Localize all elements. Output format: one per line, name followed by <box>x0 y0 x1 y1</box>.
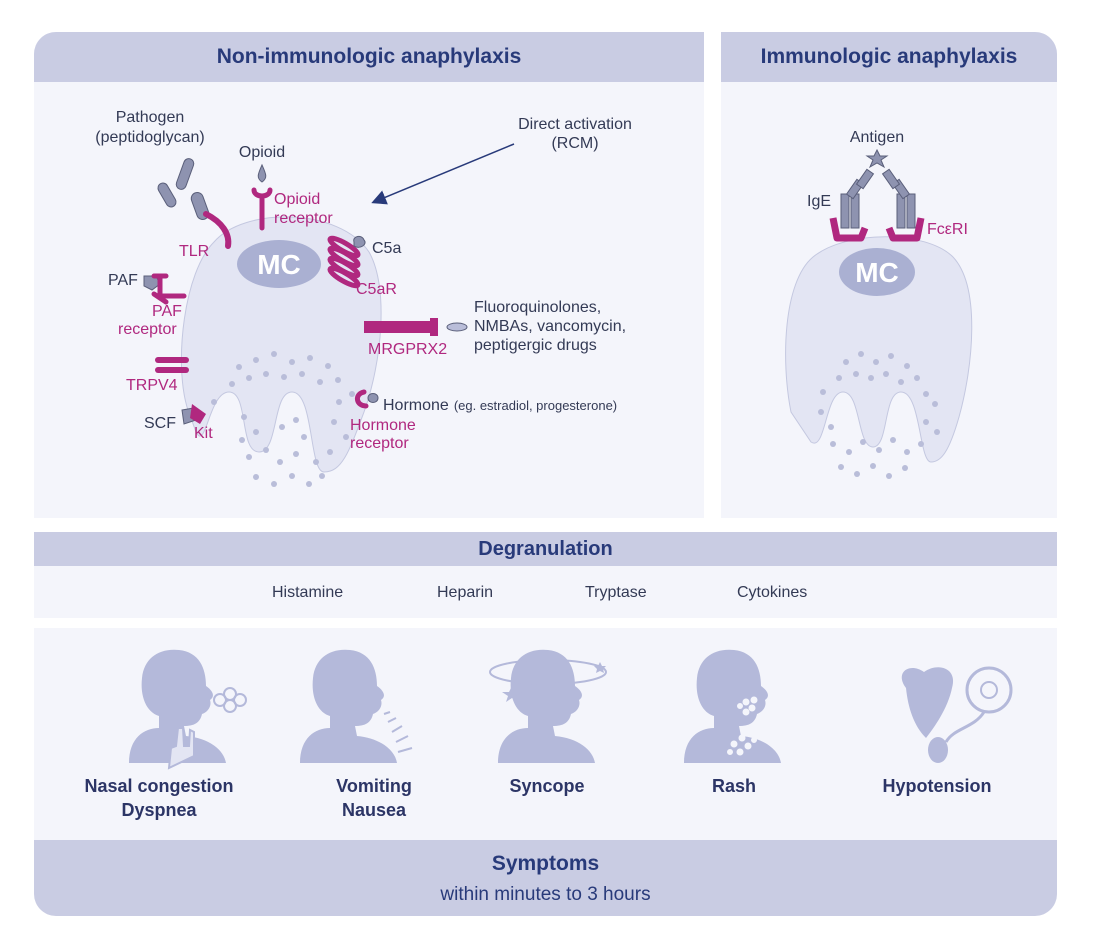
mediator-cytokines: Cytokines <box>737 584 808 601</box>
symptoms-footer: Symptoms within minutes to 3 hours <box>34 840 1057 916</box>
symptom-nasal-congestion-line1: Nasal congestion <box>84 776 234 796</box>
non-immunologic-diagram: MC Pathogen (peptidoglycan) TLR Opioid O… <box>95 109 632 487</box>
vomiting-head-icon <box>300 649 413 763</box>
mc-label: MC <box>257 249 301 280</box>
non-immunologic-title: Non-immunologic anaphylaxis <box>34 32 704 82</box>
direct-activation-label: Direct activation <box>518 116 632 133</box>
ige-label: IgE <box>807 193 831 210</box>
fceri-receptor-left <box>829 217 869 242</box>
opioid-receptor-label-2: receptor <box>274 210 333 227</box>
drug-ligand-icon <box>446 322 468 332</box>
c5ar-receptor <box>327 235 361 289</box>
mrgprx2-label: MRGPRX2 <box>368 341 447 358</box>
granules <box>211 351 355 487</box>
symptoms-footer-title: Symptoms <box>491 852 600 875</box>
mrgprx2-receptor <box>364 321 438 333</box>
direct-activation-arrow <box>371 143 515 205</box>
antigen-star-icon <box>865 148 889 169</box>
immuno-granules <box>818 351 940 479</box>
symptom-hypotension: Hypotension <box>882 776 992 796</box>
symptom-syncope: Syncope <box>509 776 585 796</box>
non-immunologic-panel: Non-immunologic anaphylaxis MC Pathogen … <box>34 32 704 518</box>
pathogen-icons <box>157 158 210 221</box>
paf-receptor-label-2: receptor <box>118 321 177 338</box>
pathogen-label: Pathogen <box>116 109 185 126</box>
mediator-tryptase: Tryptase <box>585 584 647 601</box>
opioid-receptor <box>251 187 273 231</box>
immunologic-panel: Immunologic anaphylaxis MC Antigen I <box>721 32 1057 518</box>
immuno-mc-label: MC <box>855 257 899 288</box>
tlr-receptor <box>203 211 232 249</box>
mediator-heparin: Heparin <box>437 584 494 601</box>
fluoro-label-2: NMBAs, vancomycin, <box>474 318 626 335</box>
immunologic-title: Immunologic anaphylaxis <box>721 32 1057 82</box>
ige-antibodies <box>840 168 916 229</box>
opioid-drop-icon <box>257 163 267 183</box>
paf-receptor-label-1: PAF <box>152 303 182 320</box>
fluoro-label-1: Fluoroquinolones, <box>474 299 601 316</box>
symptom-illustrations <box>129 649 1013 770</box>
trpv4-receptor <box>155 357 189 373</box>
paf-label: PAF <box>108 272 138 289</box>
syncope-head-icon <box>489 649 607 763</box>
hormone-receptor-label-1: Hormone <box>350 417 416 434</box>
c5a-label: C5a <box>372 240 401 257</box>
mediators-row: Histamine Heparin Tryptase Cytokines <box>34 566 1057 618</box>
kit-label: Kit <box>194 425 213 442</box>
kit-receptor <box>190 404 206 424</box>
hypotension-heart-icon <box>901 666 1013 763</box>
rash-head-icon <box>684 649 781 763</box>
immuno-mast-cell-body <box>785 236 973 463</box>
pathogen-sub-label: (peptidoglycan) <box>95 129 204 146</box>
hormone-label: Hormone (eg. estradiol, progesterone) <box>383 397 617 414</box>
mediator-histamine: Histamine <box>272 584 344 601</box>
fluoro-label-3: peptigergic drugs <box>474 337 597 354</box>
immunologic-diagram: MC Antigen IgE FcεRI <box>785 129 973 479</box>
symptoms-footer-subtitle: within minutes to 3 hours <box>440 884 651 905</box>
symptom-nausea-line2: Nausea <box>341 800 407 820</box>
tlr-label: TLR <box>179 243 209 260</box>
immuno-nucleus <box>839 248 915 296</box>
fceri-receptor-right <box>885 217 925 242</box>
hormone-main-label: Hormone <box>383 397 449 414</box>
opioid-receptor-label-1: Opioid <box>274 191 320 208</box>
fceri-label: FcεRI <box>927 221 968 238</box>
c5a-ligand-icon <box>353 235 366 248</box>
mast-cell-nucleus <box>237 240 321 288</box>
hormone-examples-label: (eg. estradiol, progesterone) <box>454 398 617 413</box>
symptom-rash: Rash <box>711 776 756 796</box>
hormone-receptor-label-2: receptor <box>350 435 409 452</box>
nasal-congestion-head-icon <box>129 649 247 770</box>
antigen-label: Antigen <box>850 129 904 146</box>
scf-label: SCF <box>144 415 176 432</box>
hormone-receptor <box>355 389 369 409</box>
mrgprx2-receptor-cap <box>430 318 438 336</box>
c5ar-label: C5aR <box>356 281 397 298</box>
trpv4-label: TRPV4 <box>126 377 178 394</box>
degranulation-title: Degranulation <box>34 532 1057 566</box>
hormone-ligand-icon <box>367 393 379 403</box>
rcm-label: (RCM) <box>551 135 598 152</box>
symptom-vomiting-line1: Vomiting <box>336 776 412 796</box>
paf-receptor <box>151 273 187 305</box>
opioid-label: Opioid <box>239 144 285 161</box>
symptom-dyspnea-line2: Dyspnea <box>121 800 197 820</box>
